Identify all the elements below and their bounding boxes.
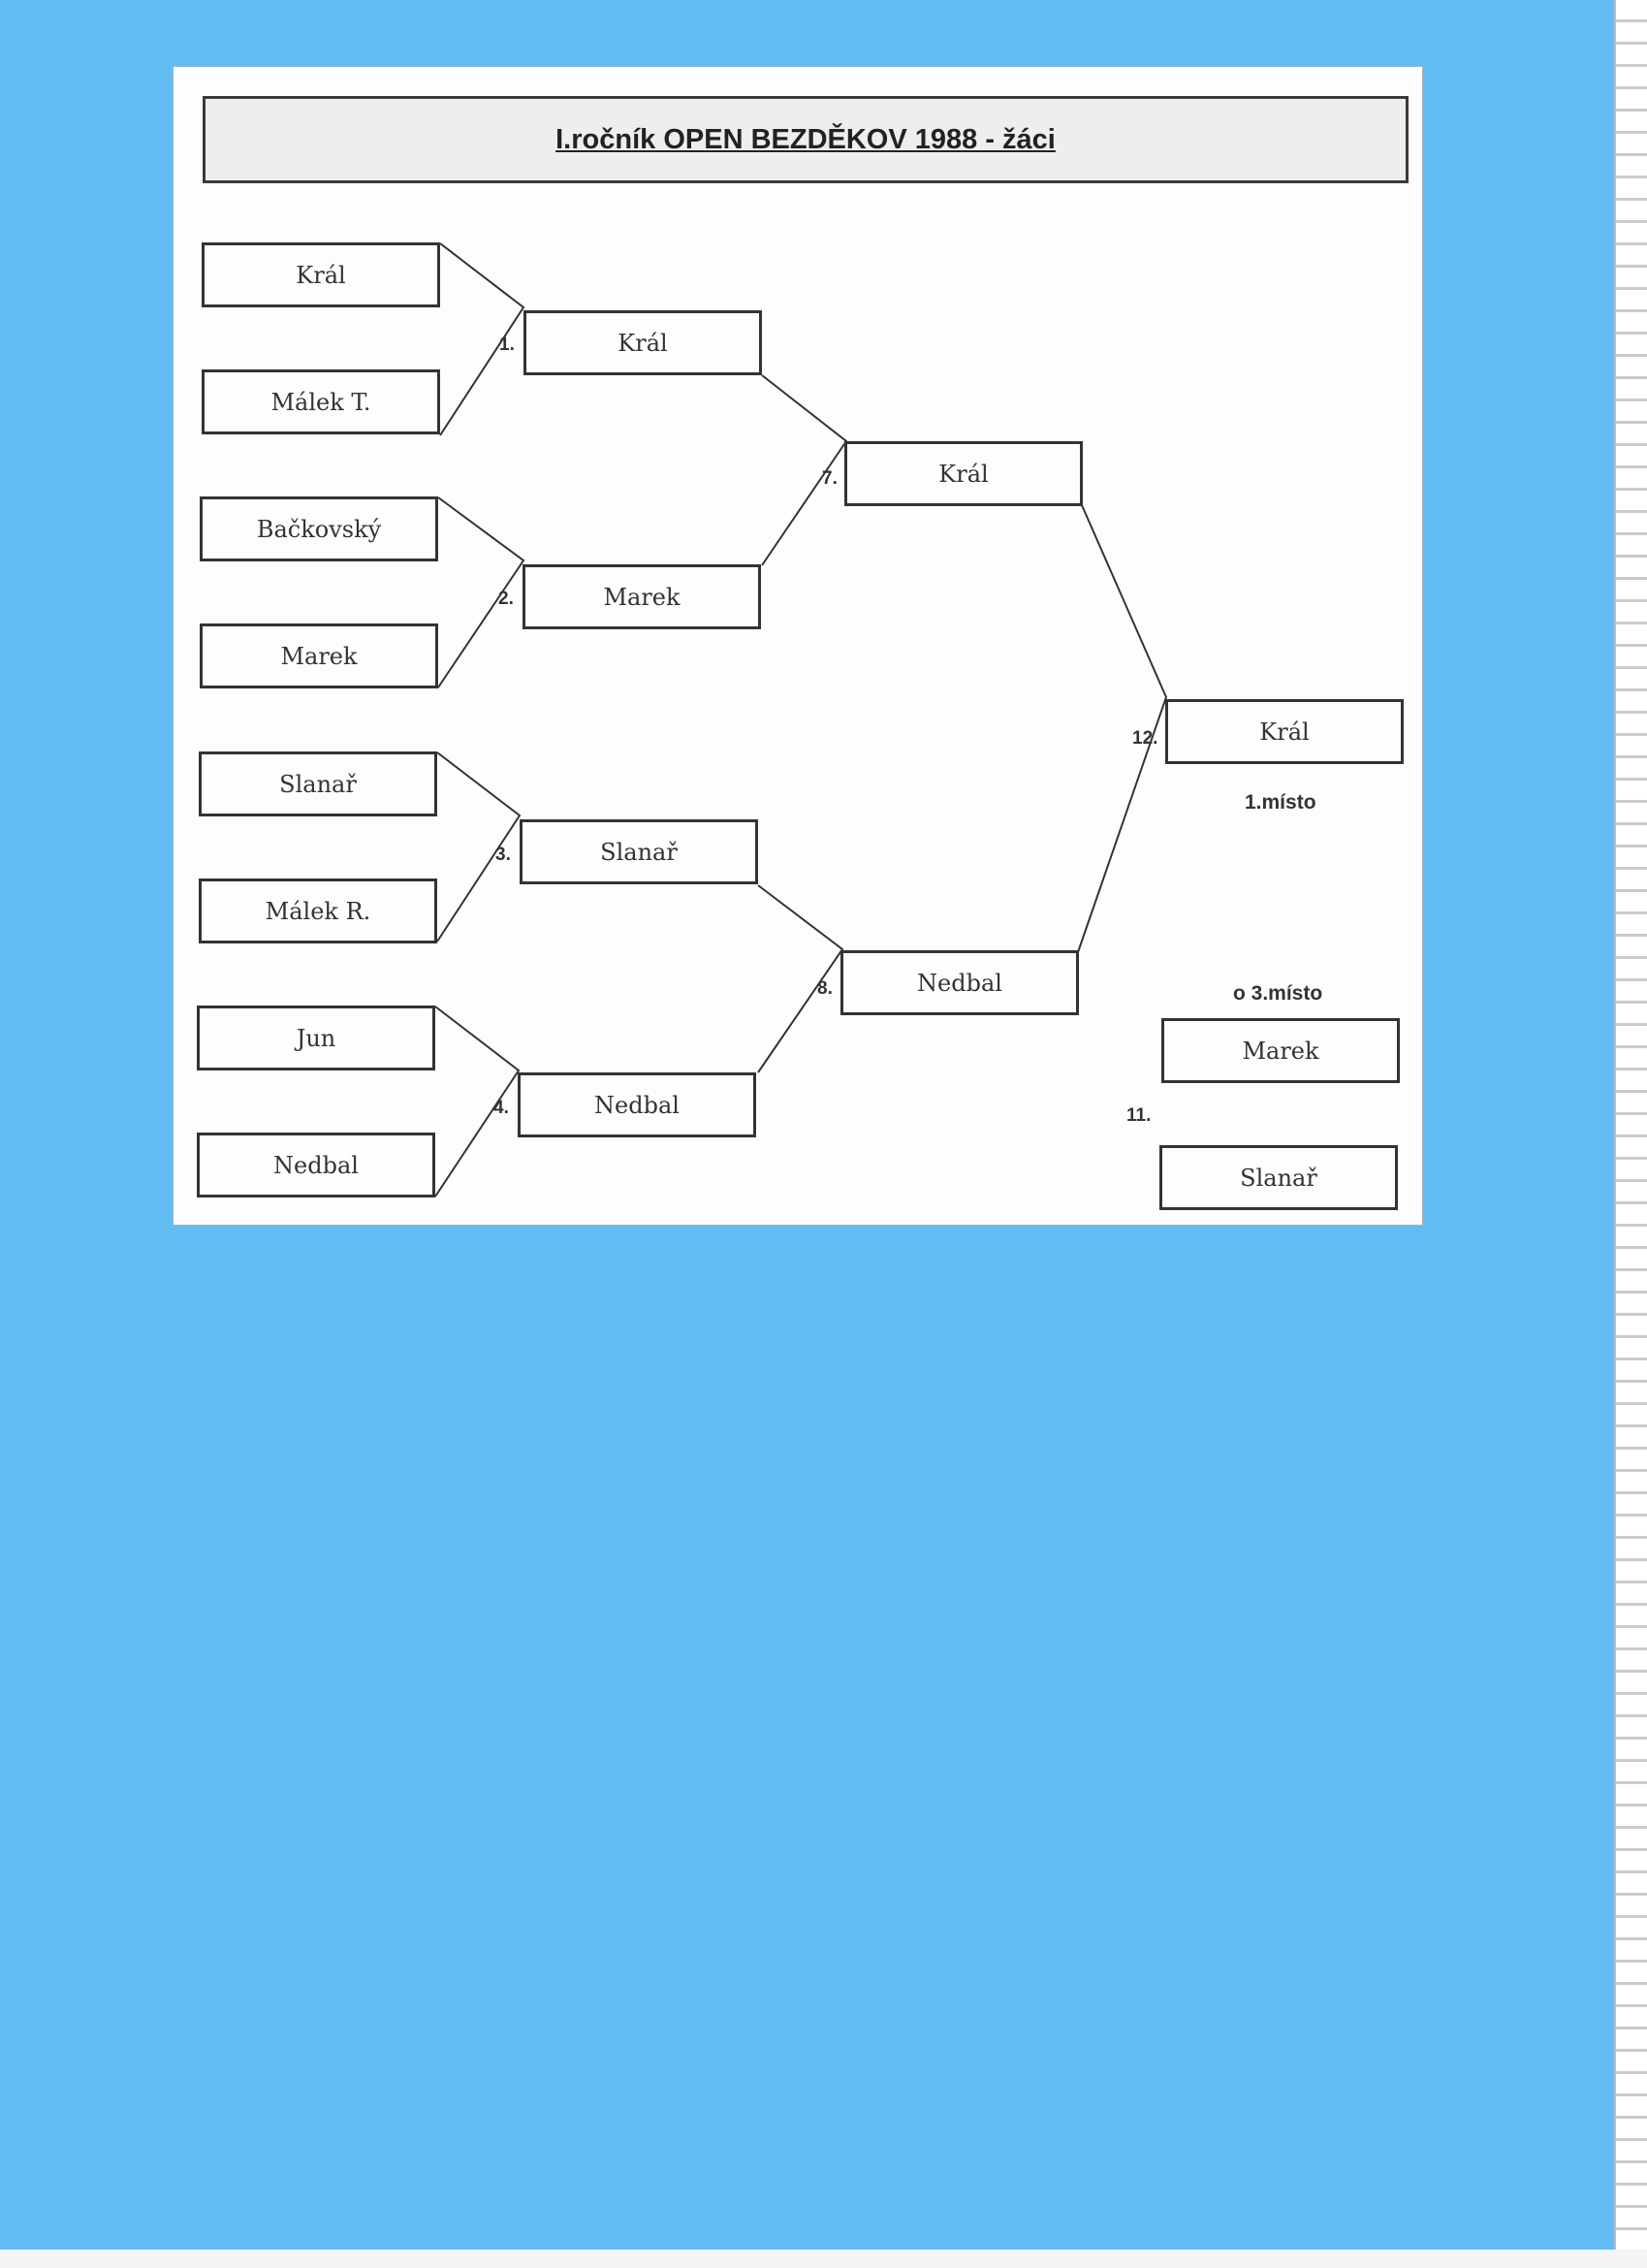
third-place-player-2: Slanař [1159,1145,1398,1210]
connector-match-1 [439,242,525,436]
match-number-11: 11. [1126,1105,1152,1126]
match-number-8: 8. [817,978,833,999]
match-number-4: 4. [493,1098,509,1118]
connector-match-2 [437,496,525,688]
semifinal-winner-8: Nedbal [840,950,1079,1015]
round2-winner-2: Marek [523,564,761,629]
third-place-player-1: Marek [1161,1018,1400,1083]
first-place-label: 1.místo [1245,791,1316,814]
third-place-label: o 3.místo [1233,982,1323,1005]
round1-player-1: Král [202,242,440,307]
round1-player-3: Bačkovský [200,496,438,561]
connector-match-3 [436,751,522,942]
round1-player-7: Jun [197,1006,435,1070]
round2-winner-4: Nedbal [518,1072,756,1137]
connector-match-8 [757,884,844,1073]
round1-player-8: Nedbal [197,1133,435,1198]
round1-player-4: Marek [200,623,438,688]
match-number-7: 7. [822,468,838,489]
match-number-3: 3. [495,845,511,865]
scan-bottom-edge [0,2250,1647,2268]
match-number-2: 2. [498,589,514,609]
connector-match-4 [434,1006,521,1198]
round1-player-2: Málek T. [202,369,440,434]
round1-player-5: Slanař [199,751,437,816]
bracket-paper: I.ročník OPEN BEZDĚKOV 1988 - žáci Král … [174,67,1422,1225]
match-number-12: 12. [1132,728,1158,749]
semifinal-winner-7: Král [844,441,1083,506]
final-winner: Král [1165,699,1404,764]
match-number-1: 1. [499,335,515,355]
title-banner: I.ročník OPEN BEZDĚKOV 1988 - žáci [203,96,1409,183]
binder-strip [1614,0,1647,2268]
page-title: I.ročník OPEN BEZDĚKOV 1988 - žáci [555,123,1056,155]
round2-winner-3: Slanař [520,819,758,884]
round1-player-6: Málek R. [199,878,437,943]
round2-winner-1: Král [523,310,762,375]
connector-match-12 [1077,504,1168,953]
